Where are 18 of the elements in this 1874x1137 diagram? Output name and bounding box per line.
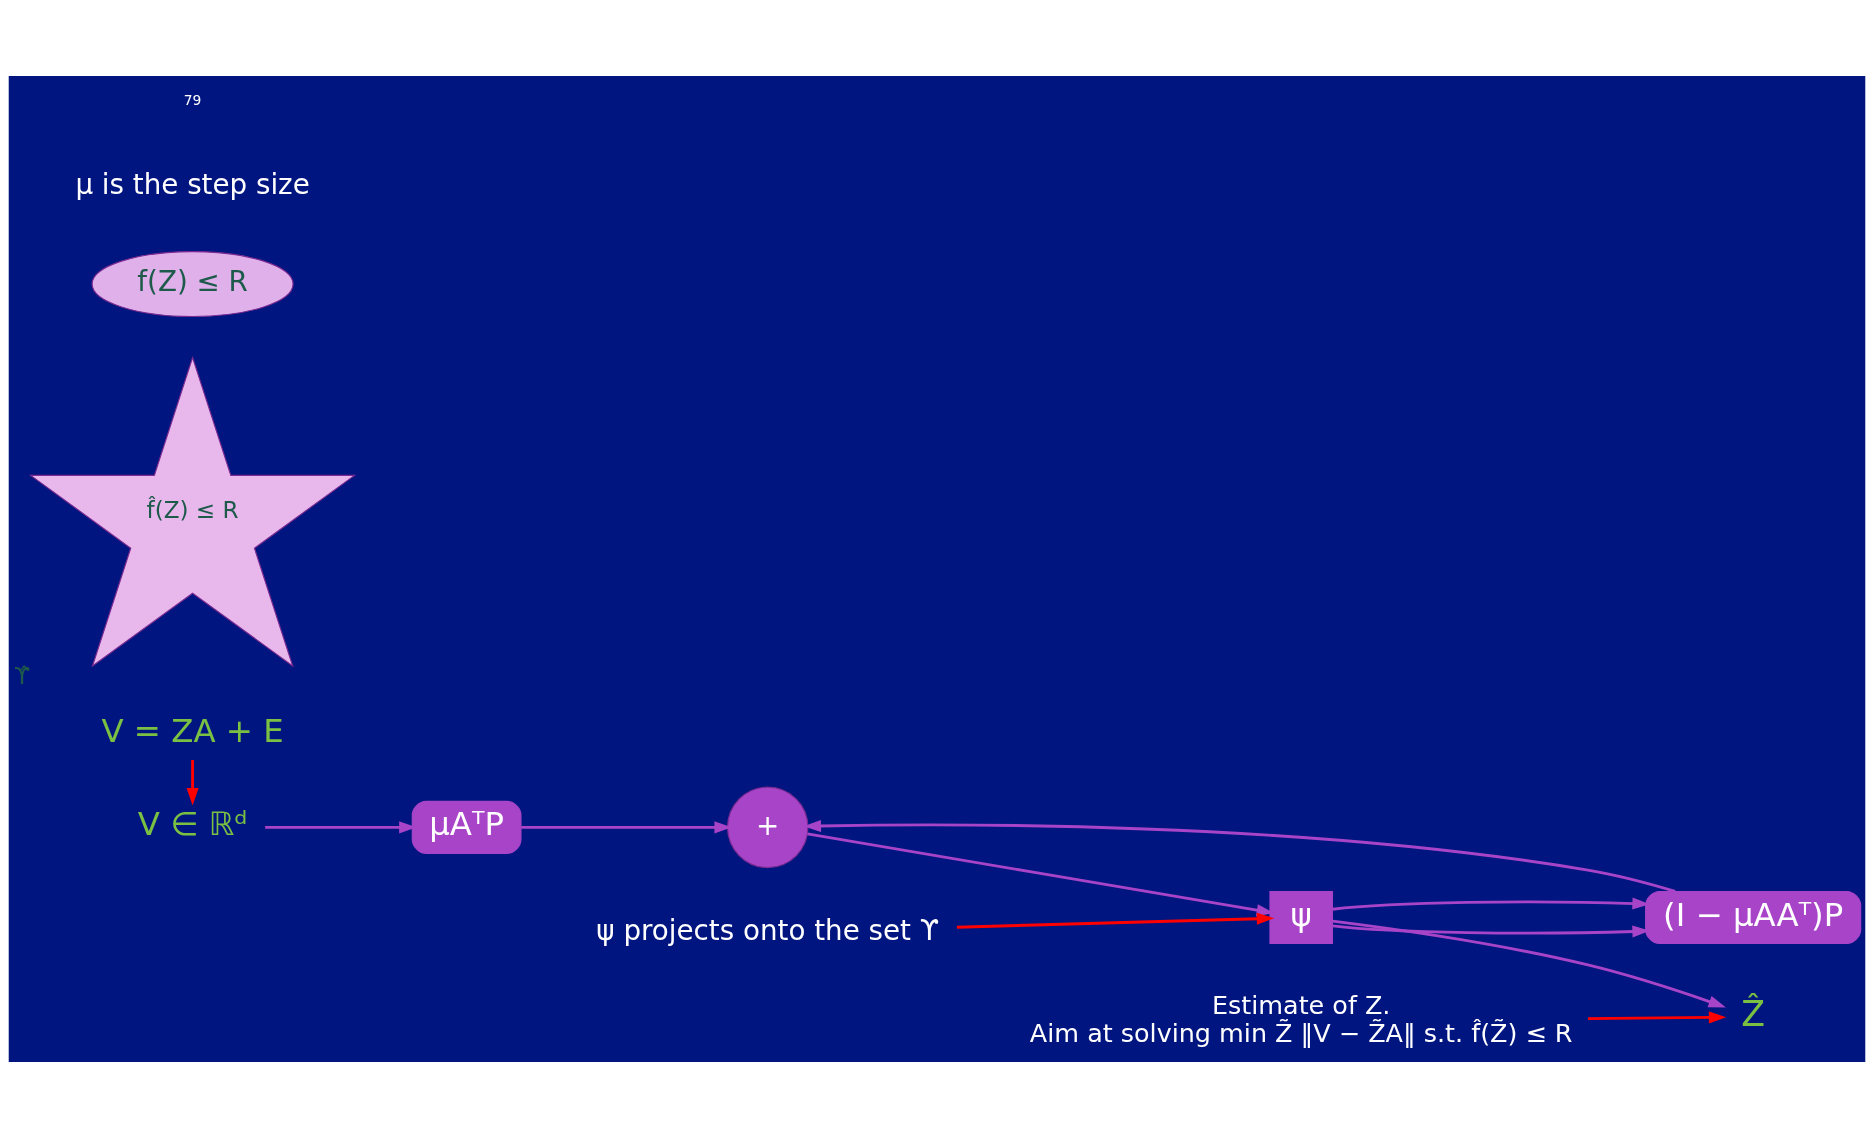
arrow (521, 820, 732, 833)
label: 79 (183, 91, 202, 108)
node-box: ψ (1269, 890, 1333, 944)
node-circle: + (726, 786, 809, 868)
node-box: μAᵀP (411, 800, 522, 854)
label: μ is the step size (75, 167, 310, 201)
arrow (1588, 1010, 1727, 1023)
node-text: Estimate of Z. Aim at solving min Z̃ ‖V − Z̃A‖ s.t. f̂(Z̃) ≤ R (1029, 989, 1573, 1048)
node-text: V = ZA + E (101, 711, 284, 750)
node-text: ψ projects onto the set ϒ (596, 913, 940, 947)
arrow (186, 759, 199, 805)
node-box: (I − μAAᵀ)P (1645, 890, 1862, 944)
node-text: Ẑ (1741, 993, 1766, 1034)
arrow (1332, 919, 1726, 1007)
node-label: ϒ̂ (13, 662, 31, 689)
node-ellipse: f(Z) ≤ R (91, 250, 294, 317)
arrow (956, 912, 1275, 929)
node-text: V ∈ ℝᵈ (137, 804, 248, 843)
